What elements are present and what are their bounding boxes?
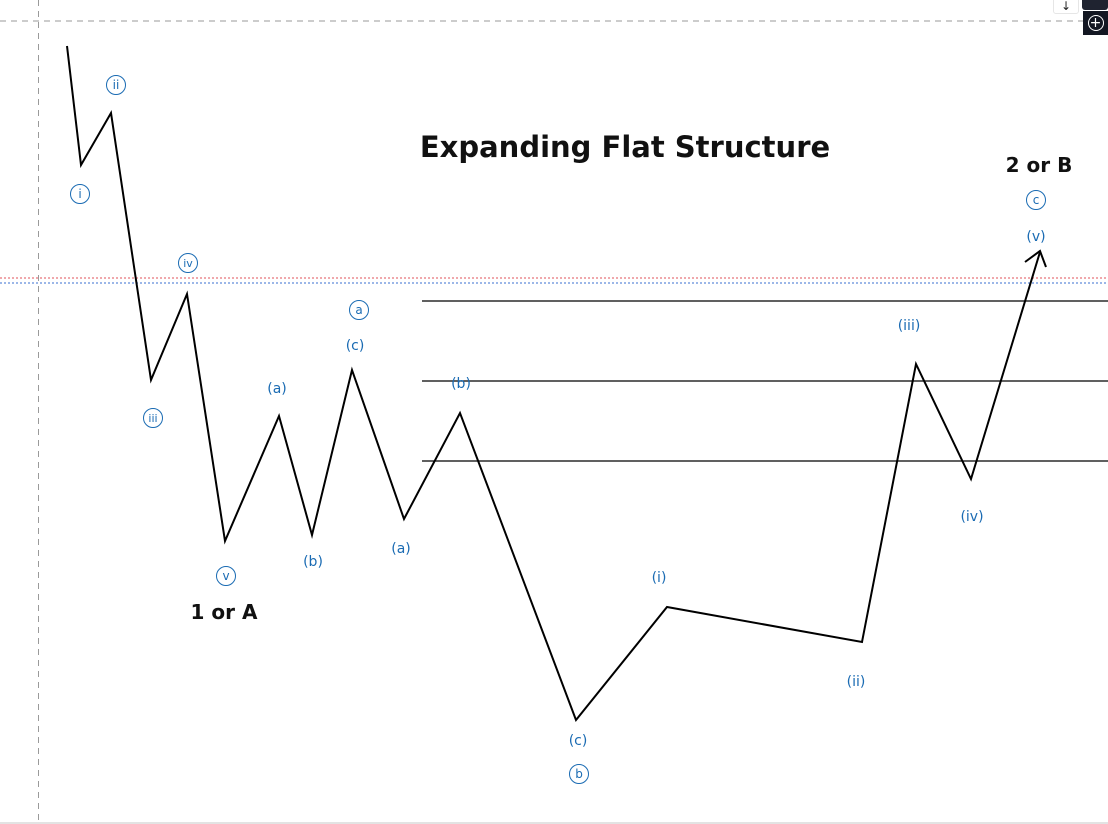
circled-label-ii: ii (106, 75, 126, 95)
arrow-down-icon: ↓ (1060, 0, 1072, 13)
circled-label-c: c (1026, 190, 1046, 210)
wave-path[interactable] (66, 45, 1041, 722)
label-paren-ii: (ii) (846, 674, 866, 690)
label-paren-iv: (iv) (960, 509, 984, 525)
circled-label-a: a (349, 300, 369, 320)
label-paren-b-2: (b) (451, 376, 471, 392)
circled-label-i: i (70, 184, 90, 204)
wave-1-or-a-label: 1 or A (190, 600, 258, 624)
label-paren-a-2: (a) (391, 541, 411, 557)
label-paren-a-1: (a) (267, 381, 287, 397)
bottom-border (0, 822, 1108, 824)
circled-label-b: b (569, 764, 589, 784)
label-paren-v: (v) (1026, 229, 1046, 245)
label-paren-c-1: (c) (345, 338, 365, 354)
wave-2-or-b-label: 2 or B (1005, 153, 1073, 177)
circled-label-iii: iii (143, 408, 163, 428)
add-button[interactable]: + (1083, 11, 1108, 35)
arrowhead-icon (1024, 249, 1047, 268)
label-paren-i: (i) (651, 570, 667, 586)
plus-circle-icon: + (1087, 15, 1104, 31)
circled-label-iv: iv (178, 253, 198, 273)
screenshot-button[interactable] (1082, 0, 1108, 10)
diagram-title: Expanding Flat Structure (419, 130, 831, 164)
scroll-down-button[interactable]: ↓ (1053, 0, 1079, 14)
label-paren-b-1: (b) (303, 554, 323, 570)
circled-label-v: v (216, 566, 236, 586)
label-paren-c-2: (c) (568, 733, 588, 749)
label-paren-iii: (iii) (897, 318, 921, 334)
